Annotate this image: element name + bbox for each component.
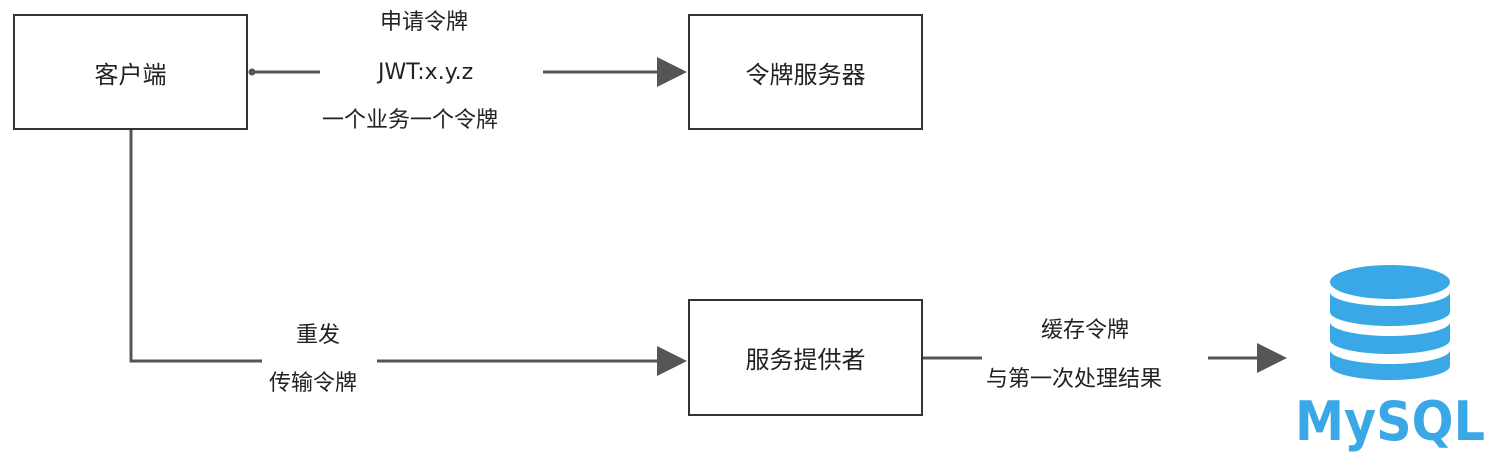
resend-label: 重发: [296, 323, 341, 348]
mysql-database-icon: MySQL: [1295, 265, 1485, 453]
first-result-label: 与第一次处理结果: [986, 367, 1163, 392]
transfer-token-label: 传输令牌: [269, 371, 358, 396]
one-token-per-business-label: 一个业务一个令牌: [322, 108, 499, 133]
token-server-node: 令牌服务器: [688, 14, 923, 130]
client-node: 客户端: [13, 14, 248, 130]
client-node-label: 客户端: [94, 60, 167, 89]
database-cylinder-icon: [1330, 265, 1450, 380]
service-provider-node-label: 服务提供者: [745, 346, 866, 374]
jwt-format-label: JWT:x.y.z: [378, 60, 474, 85]
edge-client-down-line: [129, 130, 262, 363]
edge-to-client-dot: [248, 68, 256, 76]
apply-token-label: 申请令牌: [380, 10, 469, 35]
mysql-logo-text: MySQL: [1295, 390, 1485, 453]
token-server-node-label: 令牌服务器: [745, 60, 866, 89]
cache-token-label: 缓存令牌: [1041, 318, 1130, 343]
service-provider-node: 服务提供者: [688, 299, 923, 416]
